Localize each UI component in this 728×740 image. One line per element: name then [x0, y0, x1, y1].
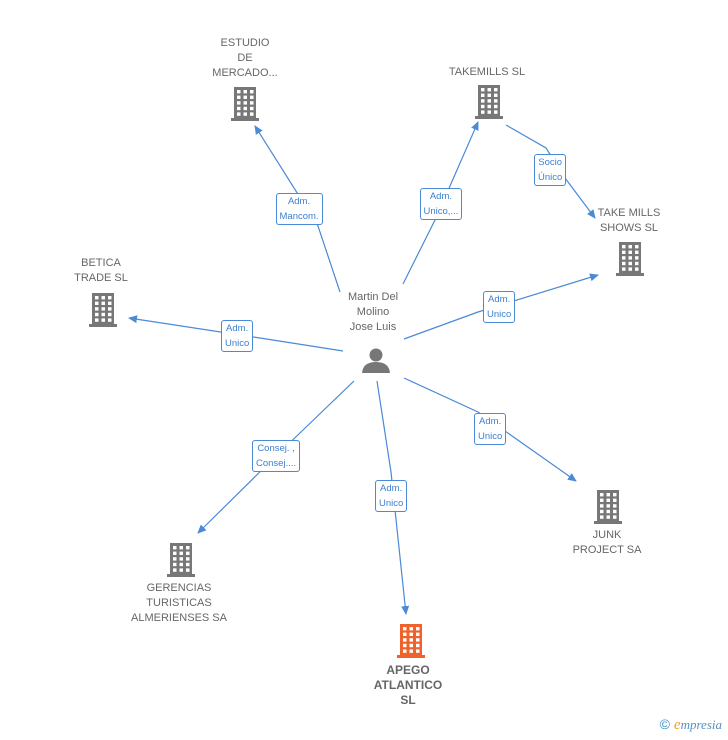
person-name-line: Jose Luis — [349, 320, 397, 333]
company-name-apego-line: SL — [400, 692, 416, 707]
building-icon — [594, 490, 622, 524]
company-name-junk-line: PROJECT SA — [572, 544, 642, 556]
edge-label-line: Consej. , — [257, 443, 295, 454]
edge-label-line: Adm. — [429, 191, 453, 202]
company-name-betica: BETICA TRADE SL — [41, 256, 161, 286]
edge-label-betica[interactable]: Adm. Unico — [221, 320, 254, 352]
edge-label-apego[interactable]: Adm. Unico — [375, 480, 408, 512]
edge-center-apego — [376, 380, 410, 615]
edge-label-line: Mancom. — [279, 211, 319, 222]
edge-label-line: Unico — [487, 309, 512, 320]
edge-center-estudio — [254, 125, 341, 293]
copyright-icon: © — [659, 716, 670, 732]
edge-label-line: Adm. — [380, 483, 403, 494]
building-icon — [475, 85, 503, 119]
edge-label-takemills-shows[interactable]: Adm. Unico — [483, 291, 516, 323]
company-name-takemills-shows-line: SHOWS SL — [599, 222, 659, 234]
brand-initial: e — [673, 717, 681, 733]
company-name-takemills-shows: TAKE MILLS SHOWS SL — [569, 206, 689, 236]
edge-label-line: Único — [538, 172, 563, 183]
company-name-takemills: TAKEMILLS SL — [427, 65, 547, 80]
edge-center-takemills-shows — [403, 273, 599, 340]
building-icon — [167, 543, 195, 577]
company-name-takemills-shows-line: TAKE MILLS — [597, 207, 661, 219]
edge-label-takemills[interactable]: Adm. Unico,... — [419, 188, 463, 220]
edge-label-line: Adm. — [226, 323, 249, 334]
edge-label-line: Unico — [478, 431, 503, 442]
building-icon — [397, 624, 425, 658]
company-name-apego-line: ATLANTICO — [373, 677, 443, 692]
edge-label-line: Consej.... — [256, 458, 297, 469]
building-icon — [616, 242, 644, 276]
company-name-junk-line: JUNK — [592, 529, 622, 541]
company-name-gerencias-line: ALMERIENSES SA — [131, 611, 227, 624]
company-name-betica-line: TRADE SL — [74, 272, 128, 284]
edge-label-line: Unico — [225, 338, 250, 349]
company-name-estudio-line: ESTUDIO — [220, 36, 270, 49]
building-icon — [89, 293, 117, 327]
company-name-estudio-line: MERCADO... — [212, 66, 278, 79]
edge-label-line: Adm. — [287, 196, 311, 207]
edge-label-line: Socio — [538, 157, 563, 168]
company-name-takemills-line: TAKEMILLS SL — [448, 65, 526, 78]
edge-label-junk[interactable]: Adm. Unico — [474, 413, 507, 445]
edge-center-junk — [403, 377, 577, 482]
edge-label-gerencias[interactable]: Consej. , Consej.... — [252, 440, 301, 472]
footer-brand: ©empresia — [660, 716, 722, 734]
company-name-betica-line: BETICA — [81, 257, 121, 269]
icon-layer — [89, 85, 644, 658]
company-name-gerencias-line: TURISTICAS — [146, 596, 212, 609]
company-name-estudio: ESTUDIO DE MERCADO... — [185, 36, 305, 81]
company-name-apego-line: APEGO — [386, 662, 430, 677]
person-name-line: Martin Del — [347, 290, 399, 303]
building-icon — [231, 87, 259, 121]
person-name-line: Molino — [356, 305, 390, 318]
company-name-gerencias-line: GERENCIAS — [146, 581, 212, 594]
company-name-estudio-line: DE — [237, 51, 253, 64]
edge-label-line: Adm. — [488, 294, 511, 305]
edge-center-betica — [128, 315, 344, 352]
brand-name: mpresia — [680, 717, 722, 732]
company-name-junk: JUNK PROJECT SA — [547, 528, 667, 558]
edge-label-line: Unico,... — [423, 206, 459, 217]
edge-label-line: Unico — [379, 498, 404, 509]
company-name-gerencias: GERENCIAS TURISTICAS ALMERIENSES SA — [119, 581, 239, 626]
edge-label-estudio[interactable]: Adm. Mancom. — [275, 193, 323, 225]
person-icon — [362, 348, 390, 373]
edge-label-line: Adm. — [479, 416, 502, 427]
